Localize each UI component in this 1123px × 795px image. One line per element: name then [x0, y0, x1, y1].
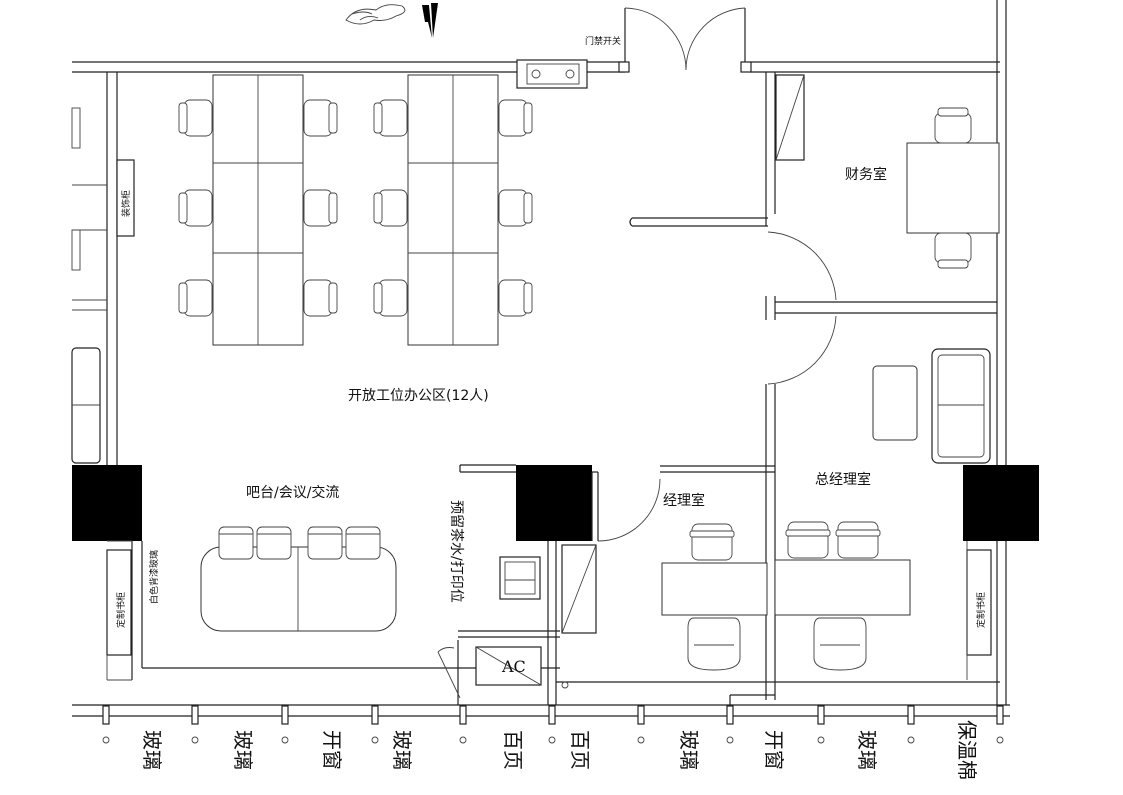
tea-area [458, 464, 560, 705]
north-arrow-icon [422, 3, 438, 38]
window-label: 玻璃 [140, 730, 164, 770]
bar-stools [218, 526, 381, 560]
window-label: 玻璃 [390, 730, 414, 770]
window-label: 玻璃 [231, 730, 255, 770]
chair [934, 232, 972, 269]
mullion [281, 705, 289, 744]
stool [345, 526, 381, 560]
mullion [548, 705, 556, 744]
gm-desk [774, 559, 911, 616]
chair [785, 521, 831, 559]
floor-outlet [561, 681, 569, 689]
desk-cluster-left [212, 74, 304, 346]
window-label: 开窗 [320, 730, 344, 770]
window-labels: 玻璃 玻璃 开窗 玻璃 百页 百页 玻璃 开窗 玻璃 保温棉 [140, 720, 979, 780]
bar-meeting-label: 吧台/会议/交流 [246, 484, 339, 501]
stool [218, 526, 254, 560]
open-office-label: 开放工位办公区(12人) [348, 388, 489, 404]
column-left [72, 465, 142, 541]
bookcase-left-label: 定制书柜 [115, 592, 127, 628]
chair [498, 279, 533, 317]
chair [178, 279, 213, 317]
office-chairs [178, 99, 533, 317]
gm-chairs [785, 521, 881, 671]
mullion [817, 705, 825, 744]
corridor-walls [556, 72, 1000, 705]
window-label: 保温棉 [955, 720, 979, 780]
finance-chairs [934, 107, 972, 269]
access-switch-label: 门禁开关 [585, 35, 621, 47]
chair [373, 99, 408, 137]
finance-label: 财务室 [845, 166, 887, 183]
mullion [102, 705, 110, 744]
manager-desk [661, 562, 768, 616]
chair [813, 617, 867, 671]
window-label: 开窗 [762, 730, 786, 770]
manager-office-label: 经理室 [663, 492, 705, 509]
mullion [371, 705, 379, 744]
small-door-ac [437, 640, 461, 705]
bookcase-right [966, 541, 992, 680]
chair [934, 107, 972, 144]
window-mullions [102, 705, 1004, 744]
bar-table [200, 546, 397, 632]
mullion [637, 705, 645, 744]
lower-left-walls [106, 540, 560, 681]
mullion [907, 705, 915, 744]
manager-chairs [687, 523, 741, 671]
ac-unit [475, 646, 542, 686]
decor-cabinet-label: 装饰柜 [120, 190, 132, 217]
decor-cabinet [116, 159, 135, 237]
chair [303, 189, 338, 227]
mullion [726, 705, 734, 744]
entrance-double-door [618, 7, 752, 73]
mullion [996, 705, 1004, 744]
chair [835, 521, 881, 559]
ac-label: AC [501, 657, 526, 676]
window-label: 百页 [501, 730, 525, 770]
column-right [963, 465, 1039, 541]
gm-coffee-table [872, 365, 918, 441]
chair [178, 189, 213, 227]
chair [178, 99, 213, 137]
plant-icon [345, 4, 406, 25]
white-glass-label: 白色背漆玻璃 [148, 550, 160, 604]
chair [373, 189, 408, 227]
corridor-cabinet-top [775, 74, 805, 161]
chair [498, 99, 533, 137]
chair [373, 279, 408, 317]
gm-office-label: 总经理室 [815, 471, 871, 488]
chair [498, 189, 533, 227]
window-label: 玻璃 [677, 730, 701, 770]
access-control-box [516, 59, 588, 89]
chair [687, 617, 741, 671]
window-label: 百页 [568, 730, 592, 770]
left-edge-furniture [71, 107, 107, 464]
exterior-walls [72, 0, 1010, 717]
chair [303, 279, 338, 317]
stool [307, 526, 343, 560]
stool [256, 526, 292, 560]
gm-sofa [931, 348, 991, 464]
desk-cluster-right [407, 74, 499, 346]
mullion [459, 705, 467, 744]
finance-desk [906, 142, 1000, 234]
corridor-cabinet-bottom [561, 544, 597, 634]
column-center [516, 465, 592, 541]
window-label: 玻璃 [855, 730, 879, 770]
tea-print-label: 预留茶水/打印位 [448, 500, 465, 603]
mullion [191, 705, 199, 744]
bookcase-right-label: 定制书柜 [975, 592, 987, 628]
chair [303, 99, 338, 137]
chair [689, 523, 735, 561]
